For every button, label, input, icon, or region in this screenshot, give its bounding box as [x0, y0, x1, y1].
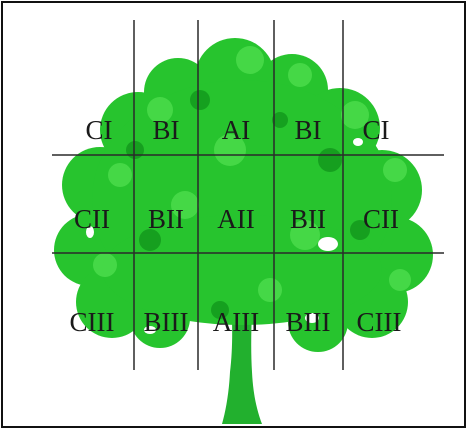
zone-label: BII — [290, 204, 326, 234]
zone-label: CII — [74, 204, 110, 234]
zone-label: AI — [222, 115, 251, 145]
zone-label: BIII — [144, 307, 189, 337]
zone-label: BII — [148, 204, 184, 234]
zone-label: CII — [363, 204, 399, 234]
zone-label: AII — [217, 204, 254, 234]
zone-label: BIII — [286, 307, 331, 337]
zone-label: AIII — [213, 307, 259, 337]
zone-label: CI — [86, 115, 113, 145]
zone-label: BI — [153, 115, 180, 145]
zone-label: CIII — [357, 307, 402, 337]
zone-label: BI — [295, 115, 322, 145]
zone-label: CIII — [70, 307, 115, 337]
zone-label: CI — [363, 115, 390, 145]
